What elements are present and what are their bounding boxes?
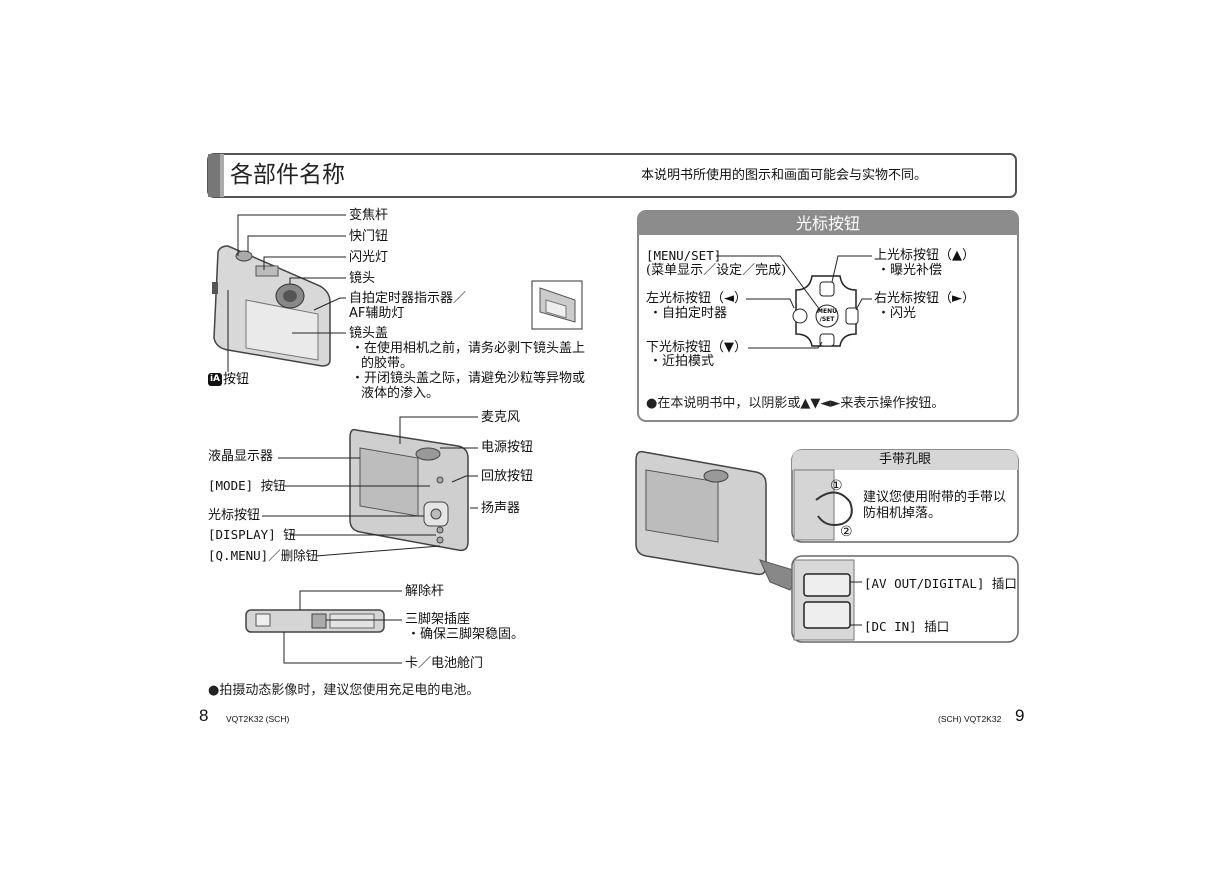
front-leader-lines xyxy=(227,214,346,372)
label-dc-in: [DC IN] 插口 xyxy=(864,619,950,634)
page-number-left: 8 xyxy=(199,706,209,725)
label-zoom-lever: 变焦杆 xyxy=(349,208,389,223)
cursor-right-sub: ・闪光 xyxy=(877,306,917,321)
camera-side-illustration xyxy=(635,450,801,591)
label-mode: [MODE] 按钮 xyxy=(208,478,286,493)
footnote-left: ●拍摄动态影像时，建议您使用充足电的电池。 xyxy=(208,683,480,698)
label-self-timer-2: AF辅助灯 xyxy=(349,306,405,321)
dpad-illustration xyxy=(792,275,859,347)
tripod-note: ・确保三脚架稳固。 xyxy=(407,627,525,642)
label-av-out: [AV OUT/DIGITAL] 插口 xyxy=(864,576,1017,591)
camera-back-illustration xyxy=(349,428,469,552)
label-qmenu: [Q.MENU]／删除钮 xyxy=(208,548,319,563)
strap-box-header xyxy=(792,450,1018,470)
ports-illustration xyxy=(793,559,855,641)
label-mic: 麦克风 xyxy=(481,410,521,425)
cursor-box-note: ●在本说明书中，以阴影或▲▼◄►来表示操作按钮。 xyxy=(646,396,945,411)
cursor-up: 上光标按钮（▲） xyxy=(874,248,975,263)
page-title: 各部件名称 xyxy=(230,162,345,188)
menu-set-button-label-2: /SET xyxy=(819,316,835,323)
lens-cover-note-2a: ・开闭镜头盖之际，请避免沙粒等异物或 xyxy=(351,371,586,386)
strap-text-2: 防相机掉落。 xyxy=(863,506,942,521)
header-note: 本说明书所使用的图示和画面可能会与实物不同。 xyxy=(641,168,928,183)
cursor-down: 下光标按钮（▼） xyxy=(646,340,747,355)
strap-illustration xyxy=(793,469,853,541)
header-accent xyxy=(208,154,222,197)
label-self-timer-1: 自拍定时器指示器／ xyxy=(349,291,467,306)
label-speaker: 扬声器 xyxy=(481,501,521,516)
strap-box-title: 手带孔眼 xyxy=(878,452,931,467)
bottom-leader-lines xyxy=(283,590,402,664)
label-cursor: 光标按钮 xyxy=(208,508,261,523)
cursor-box-title: 光标按钮 xyxy=(795,214,860,233)
cursor-left: 左光标按钮（◄） xyxy=(646,291,747,306)
cursor-left-sub: ・自拍定时器 xyxy=(649,306,728,321)
cursor-right: 右光标按钮（►） xyxy=(874,291,975,306)
footer-code-right: (SCH) VQT2K32 xyxy=(938,714,1002,724)
cursor-leader-lines xyxy=(716,255,872,349)
menu-set-button-label-1: MENU xyxy=(817,308,837,315)
strap-text-1: 建议您使用附带的手带以 xyxy=(863,490,1007,505)
page-number-right: 9 xyxy=(1015,706,1025,725)
label-flash: 闪光灯 xyxy=(349,250,389,265)
back-leader-lines xyxy=(262,416,478,557)
ia-icon: iA xyxy=(208,373,222,386)
label-release: 解除杆 xyxy=(405,584,445,599)
strap-step-2: ② xyxy=(840,524,853,540)
label-card-door: 卡／电池舱门 xyxy=(405,656,484,671)
cursor-menu-set: [MENU/SET] xyxy=(646,248,722,263)
cursor-up-sub: ・曝光补偿 xyxy=(877,263,943,278)
label-ia-button: 按钮 xyxy=(223,372,250,387)
cursor-menu-set-sub: (菜单显示／设定／完成) xyxy=(646,263,787,278)
cursor-down-sub: ・近拍模式 xyxy=(649,354,715,369)
strap-step-1: ① xyxy=(830,478,843,494)
ports-leader-lines xyxy=(850,581,862,626)
label-lens: 镜头 xyxy=(349,271,376,286)
label-tripod: 三脚架插座 xyxy=(405,612,471,627)
lens-cover-note-2b: 液体的渗入。 xyxy=(361,386,440,401)
label-power: 电源按钮 xyxy=(481,440,534,455)
label-display: [DISPLAY] 钮 xyxy=(208,527,296,542)
label-playback: 回放按钮 xyxy=(481,469,534,484)
footer-code-left: VQT2K32 (SCH) xyxy=(226,714,290,724)
camera-front-illustration xyxy=(212,245,331,367)
label-lcd: 液晶显示器 xyxy=(208,449,274,464)
label-shutter: 快门钮 xyxy=(349,229,389,244)
lens-cover-note-1a: ・在使用相机之前，请务必剥下镜头盖上 xyxy=(351,341,586,356)
label-lens-cover: 镜头盖 xyxy=(349,326,389,341)
lens-cover-note-1b: 的胶带。 xyxy=(361,356,414,371)
camera-bottom-illustration xyxy=(245,609,385,633)
cursor-box-header xyxy=(638,211,1018,235)
